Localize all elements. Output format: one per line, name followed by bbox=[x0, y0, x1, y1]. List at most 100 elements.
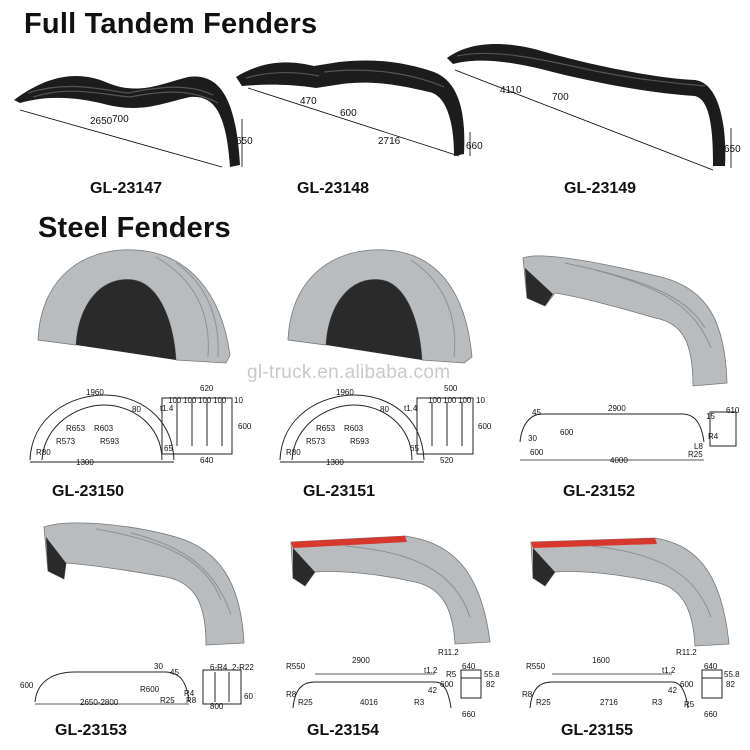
s4-g: R25 bbox=[160, 696, 175, 705]
s4-i: 6-R4 bbox=[210, 663, 228, 672]
steel-fender-image-5 bbox=[290, 535, 491, 645]
s1-side-1: 100 bbox=[168, 396, 182, 405]
s5-k: R5 bbox=[446, 670, 457, 679]
s1-side-5: 10 bbox=[234, 396, 243, 405]
s1-side-3: 100 bbox=[198, 396, 212, 405]
s5-f: R25 bbox=[298, 698, 313, 707]
steel-section-title: Steel Fenders bbox=[38, 212, 231, 244]
s2-top: 1960 bbox=[336, 388, 354, 397]
tandem2-height: 660 bbox=[466, 141, 483, 152]
steel-fender-image-4 bbox=[43, 522, 245, 646]
s6-m: 55.8 bbox=[724, 670, 740, 679]
tandem3-width: 700 bbox=[552, 92, 569, 103]
s4-k: 60 bbox=[244, 692, 253, 701]
s6-c: t1.2 bbox=[662, 666, 676, 675]
tandem1-length: 2650 bbox=[90, 116, 113, 127]
s4-d: R600 bbox=[140, 685, 160, 694]
s1-side-0: 620 bbox=[200, 384, 214, 393]
s2-base: 1300 bbox=[326, 458, 344, 467]
s2-r2: R603 bbox=[344, 424, 364, 433]
s4-h: R8 bbox=[186, 696, 197, 705]
s6-b: 1600 bbox=[592, 656, 610, 665]
steel6-drawing bbox=[529, 669, 723, 709]
s3-c: 15 bbox=[706, 412, 715, 421]
s6-o: 660 bbox=[704, 710, 718, 719]
s4-c: 600 bbox=[20, 681, 34, 690]
steel1-code: GL-23150 bbox=[52, 483, 125, 500]
s6-f: R25 bbox=[536, 698, 551, 707]
s6-e: R8 bbox=[522, 690, 533, 699]
steel2-code: GL-23151 bbox=[303, 483, 376, 500]
steel5-code: GL-23154 bbox=[307, 722, 380, 739]
steel-fender-image-1 bbox=[37, 249, 231, 364]
s3-e: 600 bbox=[560, 428, 574, 437]
s1-r1: R653 bbox=[66, 424, 86, 433]
tandem-fender-image-2 bbox=[236, 60, 471, 157]
s3-h: L8 bbox=[694, 442, 703, 451]
steel-fender-image-2 bbox=[287, 249, 473, 364]
s4-e: R4 bbox=[184, 689, 195, 698]
s2-side-5: t1.4 bbox=[404, 404, 418, 413]
s6-l: 640 bbox=[704, 662, 718, 671]
s5-d: R11.2 bbox=[438, 648, 459, 657]
s5-e: R8 bbox=[286, 690, 297, 699]
s6-n: 82 bbox=[726, 680, 735, 689]
s6-a: R550 bbox=[526, 662, 546, 671]
steel6-code: GL-23155 bbox=[561, 722, 634, 739]
s1-side-4: 100 bbox=[213, 396, 227, 405]
s1-top: 1960 bbox=[86, 388, 104, 397]
steel3-code: GL-23152 bbox=[563, 483, 636, 500]
tandem-fender-image-3 bbox=[447, 43, 732, 171]
s3-a: 45 bbox=[532, 408, 541, 417]
s5-j: 600 bbox=[440, 680, 454, 689]
s2-side-8: 520 bbox=[440, 456, 454, 465]
s2-r5: R80 bbox=[286, 448, 301, 457]
s5-h: R3 bbox=[414, 698, 425, 707]
tandem1-code: GL-23147 bbox=[90, 180, 163, 197]
s3-f: 600 bbox=[530, 448, 544, 457]
steel4-code: GL-23153 bbox=[55, 722, 128, 739]
tandem2-length: 2716 bbox=[378, 136, 401, 147]
s1-side-7: 600 bbox=[238, 422, 252, 431]
s1-r4: R593 bbox=[100, 437, 120, 446]
watermark: gl-truck.en.alibaba.com bbox=[247, 362, 451, 383]
s4-f: 2650-2800 bbox=[80, 698, 119, 707]
s2-side-0: 500 bbox=[444, 384, 458, 393]
s3-b: 2900 bbox=[608, 404, 626, 413]
s2-side-2: 100 bbox=[443, 396, 457, 405]
s5-i: 42 bbox=[428, 686, 437, 695]
s2-side-7: 65 bbox=[410, 444, 419, 453]
steel2-drawing bbox=[279, 394, 474, 463]
s6-g: 2716 bbox=[600, 698, 618, 707]
s4-l: 800 bbox=[210, 702, 224, 711]
s2-side-1: 100 bbox=[428, 396, 442, 405]
s1-side-2: 100 bbox=[183, 396, 197, 405]
tandem1-width: 700 bbox=[112, 114, 129, 125]
s2-r4: R593 bbox=[350, 437, 370, 446]
s6-j: 600 bbox=[680, 680, 694, 689]
s6-k: R5 bbox=[684, 700, 695, 709]
steel4-drawing bbox=[34, 669, 242, 705]
s3-k: 610 bbox=[726, 406, 740, 415]
s3-g: 4000 bbox=[610, 456, 628, 465]
s6-d: R11.2 bbox=[676, 648, 697, 657]
s1-base: 1300 bbox=[76, 458, 94, 467]
tandem2-code: GL-23148 bbox=[297, 180, 370, 197]
s2-r1: R653 bbox=[316, 424, 336, 433]
s3-j: R4 bbox=[708, 432, 719, 441]
s2-r3: R573 bbox=[306, 437, 326, 446]
s6-h: R3 bbox=[652, 698, 663, 707]
s2-side-4: 10 bbox=[476, 396, 485, 405]
s5-a: R550 bbox=[286, 662, 306, 671]
tandem3-length: 4110 bbox=[500, 85, 522, 96]
tandem1-height: 650 bbox=[236, 136, 253, 147]
s4-j: 2-R22 bbox=[232, 663, 254, 672]
s2-w: 80 bbox=[380, 405, 389, 414]
s4-a: 30 bbox=[154, 662, 163, 671]
s5-g: 4016 bbox=[360, 698, 378, 707]
tandem3-code: GL-23149 bbox=[564, 180, 637, 197]
steel3-drawing bbox=[519, 411, 737, 461]
s4-b: 45 bbox=[170, 668, 179, 677]
s1-r2: R603 bbox=[94, 424, 114, 433]
s1-r3: R573 bbox=[56, 437, 76, 446]
